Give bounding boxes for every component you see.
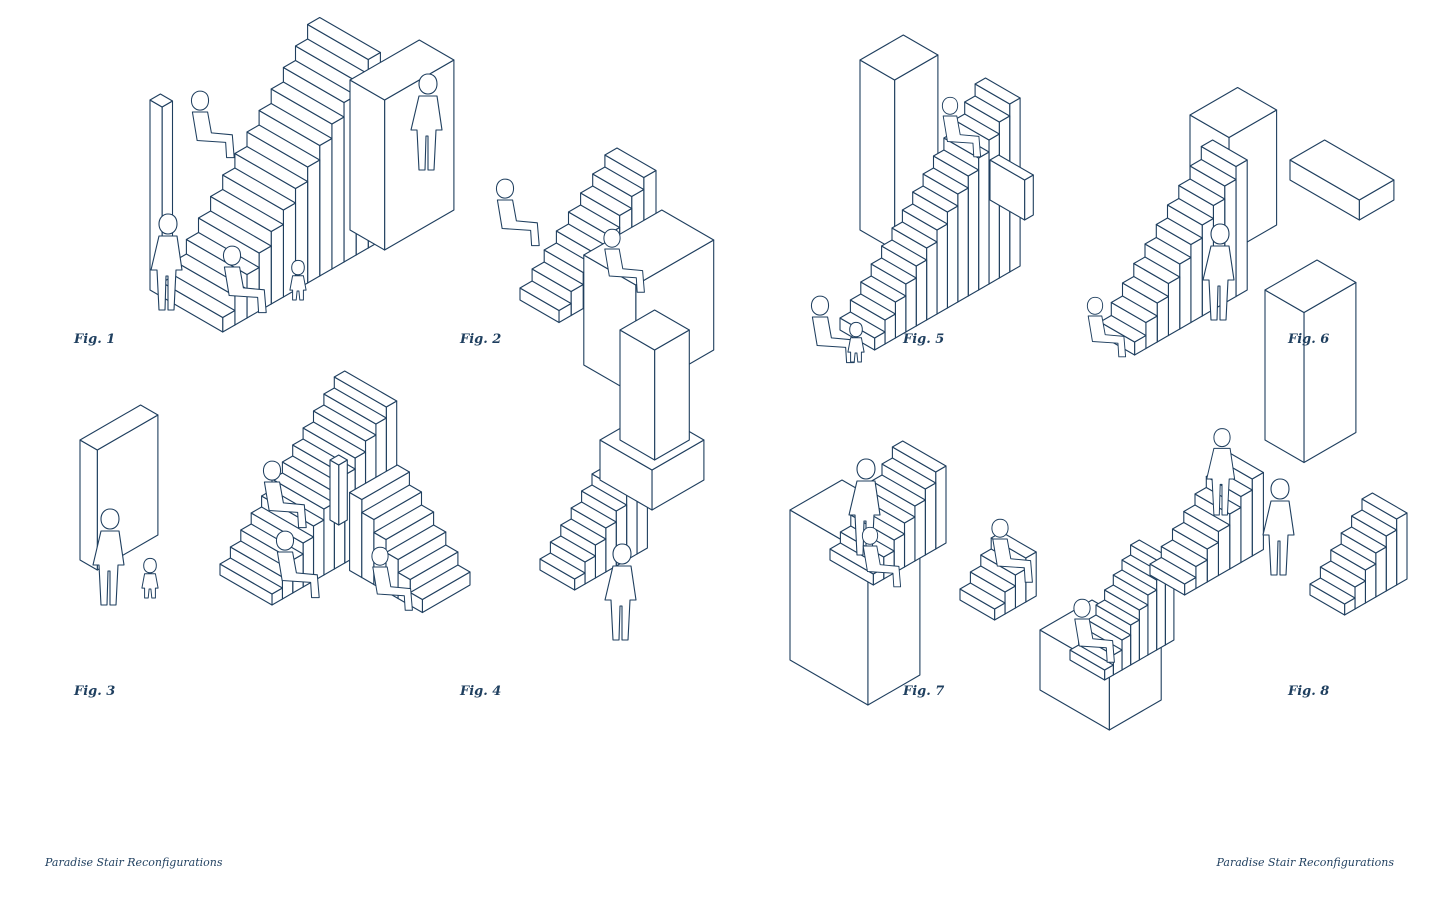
figure-caption-3: Fig. 3 (74, 684, 116, 699)
figure-caption-8: Fig. 8 (1288, 684, 1330, 699)
figure-4-drawing (349, 309, 705, 641)
figure-caption-6: Fig. 6 (1288, 332, 1330, 347)
figure-caption-7: Fig. 7 (903, 684, 945, 699)
footer-title-right: Paradise Stair Reconfigurations (1216, 856, 1394, 869)
footer-title-left: Paradise Stair Reconfigurations (45, 856, 223, 869)
figure-1-drawing (149, 16, 381, 333)
figure-6-drawing (1086, 86, 1395, 358)
figure-5-drawing (810, 34, 1034, 364)
figure-caption-5: Fig. 5 (903, 332, 945, 347)
figure-8-drawing (1149, 259, 1408, 616)
figure-2-drawing (349, 39, 715, 396)
figure-caption-1: Fig. 1 (74, 332, 116, 347)
figure-caption-2: Fig. 2 (460, 332, 502, 347)
figure-caption-4: Fig. 4 (460, 684, 502, 699)
figure-7-drawing (789, 440, 1175, 731)
